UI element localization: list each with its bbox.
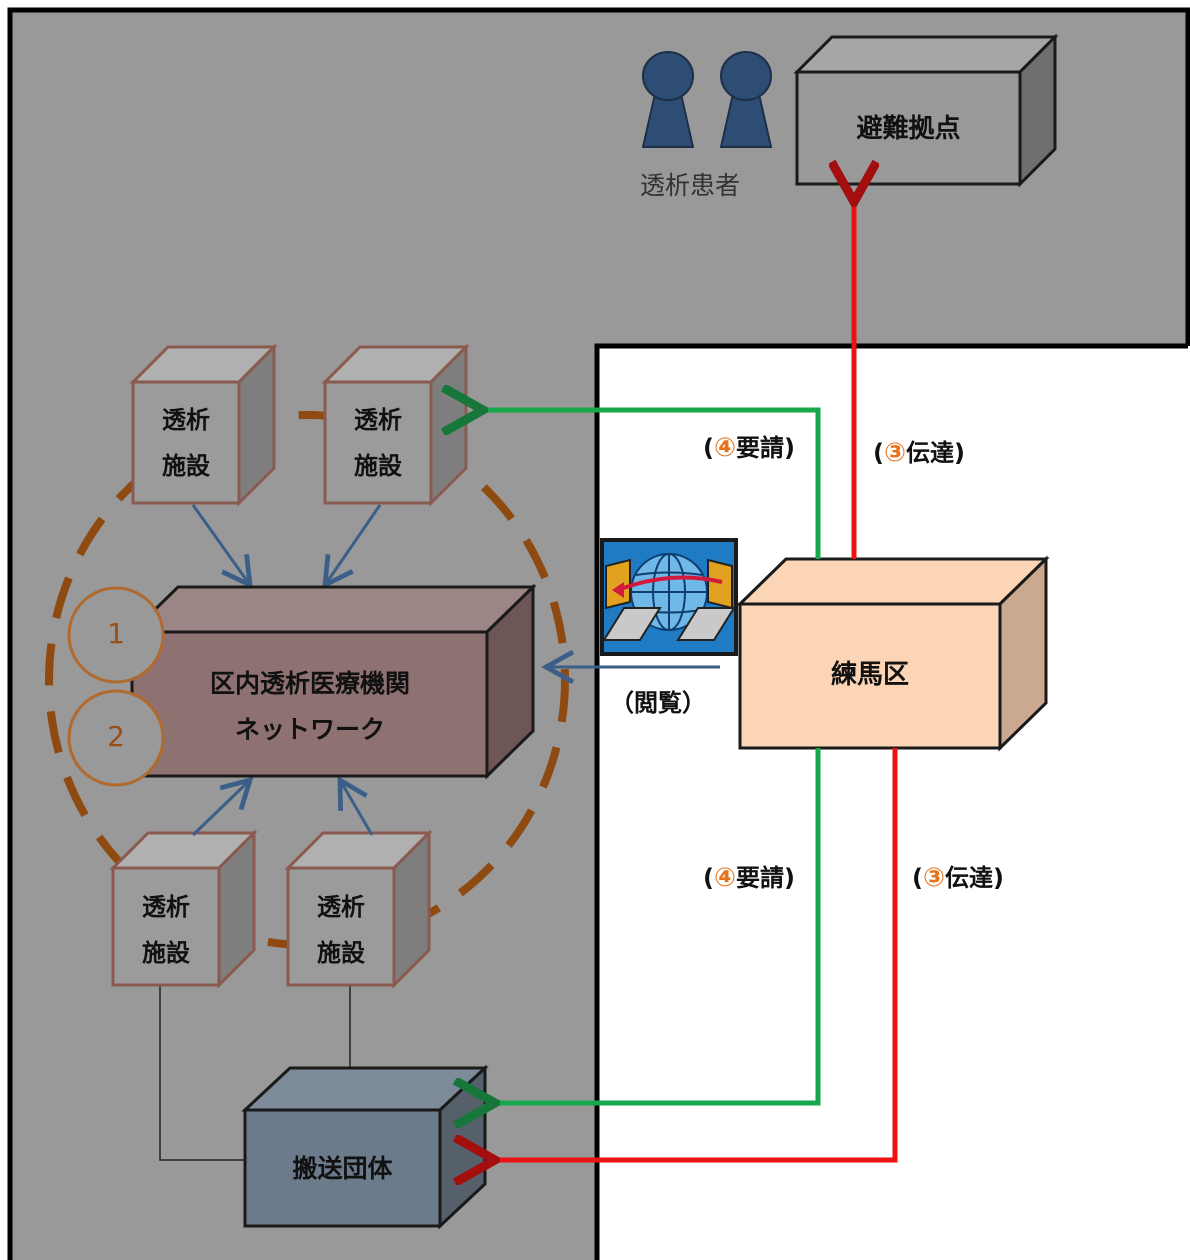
- evacuation-label: 避難拠点: [856, 114, 961, 144]
- outer-border: [7, 7, 1190, 1260]
- arrow-facility-to-network-4: [337, 775, 374, 836]
- request-label-bottom: (④要請): [703, 863, 795, 893]
- facility-label-top-left: 透析施設: [162, 406, 210, 480]
- browse-label: （閲覧）: [610, 689, 706, 717]
- facility-label-top-right: 透析施設: [354, 406, 402, 480]
- step-number-2: 2: [107, 720, 125, 753]
- facility-label-bottom-right: 透析施設: [317, 893, 365, 967]
- facility-box-bottom-left: [109, 829, 258, 989]
- network-label: 区内透析医療機関ネットワーク: [209, 669, 410, 744]
- transport-label: 搬送団体: [292, 1154, 393, 1183]
- request-label-top: (④要請): [703, 433, 795, 463]
- network-box: [128, 583, 537, 780]
- facility-label-bottom-left: 透析施設: [142, 893, 190, 967]
- arrow-facility-to-network-2: [322, 504, 382, 590]
- patient-figure-2: [719, 51, 773, 148]
- arrow-facility-to-network-3: [191, 776, 254, 837]
- patients-label: 透析患者: [640, 171, 741, 200]
- step-circle-1: [67, 586, 165, 684]
- ward-box: [736, 555, 1050, 752]
- request-line-top: [478, 410, 821, 559]
- facility-box-bottom-right: [284, 829, 433, 989]
- step-number-1: 1: [107, 617, 125, 650]
- network-computer-icon: [600, 538, 738, 656]
- ward-area-border: [594, 343, 1188, 1260]
- facility-box-top-left: [129, 343, 278, 507]
- evacuation-box: [793, 33, 1059, 188]
- ward-label: 練馬区: [830, 660, 909, 690]
- patient-figure-1: [641, 51, 695, 148]
- transmit-label-bottom: (③伝達): [912, 863, 1004, 893]
- transmit-label-top: (③伝達): [873, 438, 965, 468]
- transmit-line-bottom: [490, 748, 898, 1160]
- request-line-bottom: [490, 748, 821, 1103]
- step-circle-2: [67, 689, 165, 787]
- arrow-facility-to-network-1: [191, 504, 253, 590]
- connector-line-left: [159, 985, 245, 1161]
